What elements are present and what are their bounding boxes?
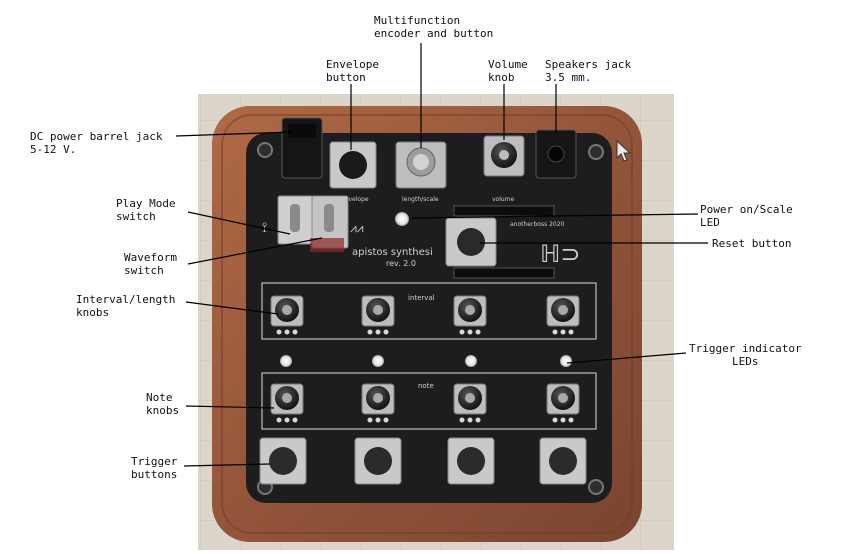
callout-trigger-leds: Trigger indicator LEDs [689, 342, 802, 368]
leader-power-scale [411, 213, 699, 219]
pcb-logo: ℍ⊃ [540, 240, 581, 268]
mouse-cursor-icon [616, 139, 632, 162]
interval-knob-2 [361, 295, 395, 335]
trigger-leds-shapes [280, 355, 572, 367]
callout-power-scale: Power on/Scale LED [700, 203, 793, 229]
volume-knob-shape [483, 135, 525, 177]
interval-section-box [261, 282, 597, 340]
callout-waveform: Waveform switch [124, 251, 177, 277]
envelope-button-shape [329, 141, 377, 189]
pcb-credit: anotherboss 2020 [510, 221, 565, 228]
trigger-led-2 [372, 355, 384, 367]
interval-knob-4 [546, 295, 580, 335]
leader-waveform [187, 237, 323, 265]
trigger-button-1 [259, 437, 307, 485]
callout-play-mode: Play Mode switch [116, 197, 176, 223]
encoder-shape [395, 141, 447, 189]
trigger-button-2 [354, 437, 402, 485]
pcb-rev: rev. 2.0 [386, 259, 416, 268]
leader-trigger-buttons [183, 463, 271, 467]
note-section-box [261, 372, 597, 430]
callout-dc-power: DC power barrel jack 5-12 V. [30, 130, 163, 156]
leader-dc-power [175, 131, 293, 137]
pcb-name: apistos synthesi [352, 247, 433, 258]
leader-interval-knobs [185, 301, 279, 315]
dc-barrel-jack [281, 117, 323, 179]
interval-knob-1 [270, 295, 304, 335]
note-knob-2 [361, 383, 395, 423]
header-pins [453, 205, 555, 279]
note-knobs-shapes [270, 383, 580, 423]
callout-multifunction: Multifunction encoder and button [374, 14, 494, 40]
note-knob-3 [453, 383, 487, 423]
note-knob-4 [546, 383, 580, 423]
leader-note-knobs [185, 405, 275, 409]
callout-reset: Reset button [712, 237, 792, 250]
callout-trigger-buttons: Trigger buttons [131, 455, 178, 481]
trigger-led-1 [280, 355, 292, 367]
leader-trigger-leds [566, 352, 687, 364]
leader-play-mode [187, 211, 291, 235]
note-knob-1 [270, 383, 304, 423]
interval-knob-3 [453, 295, 487, 335]
screw-holes [257, 142, 604, 495]
trigger-buttons-shapes [259, 437, 587, 485]
trigger-button-4 [539, 437, 587, 485]
speakers-jack-shape [535, 129, 577, 179]
interval-knobs-shapes [270, 295, 580, 335]
callout-note-knobs: Note knobs [146, 391, 180, 417]
pcb-label-note: note [418, 382, 434, 390]
trigger-led-4 [560, 355, 572, 367]
pcb-label-interval: interval [408, 294, 435, 302]
callout-interval-knobs: Interval/length knobs [76, 293, 176, 319]
pcb-label-length-scale: length/scale [402, 196, 439, 203]
leader-lines [175, 43, 708, 467]
switches-shape [277, 195, 349, 252]
trigger-led-3 [465, 355, 477, 367]
callout-speakers: Speakers jack 3.5 mm. [545, 58, 632, 84]
svg-text:⩘⩘: ⩘⩘ [350, 221, 364, 235]
power-led-shape [395, 212, 409, 226]
reset-button-shape [445, 217, 497, 267]
callout-volume: Volume knob [488, 58, 528, 84]
pcb-label-envelope: envelope [341, 196, 369, 203]
trigger-button-3 [447, 437, 495, 485]
pcb-label-volume: volume [492, 196, 515, 203]
callout-envelope: Envelope button [326, 58, 379, 84]
